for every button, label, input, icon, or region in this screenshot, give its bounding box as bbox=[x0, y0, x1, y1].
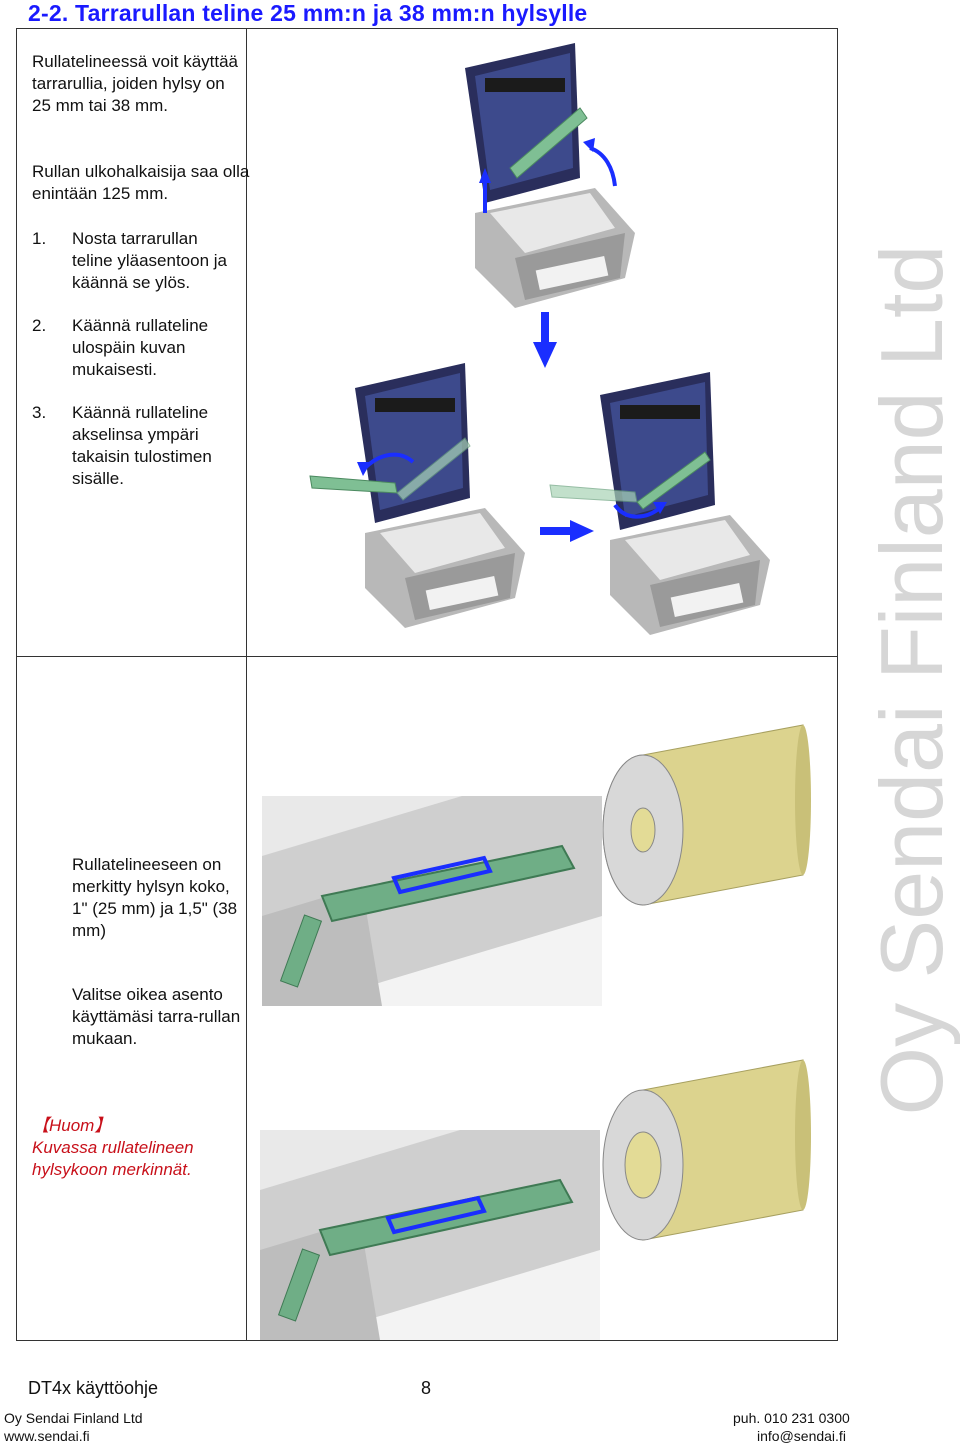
note-text: Kuvassa rullatelineen hylsykoon merkinnä… bbox=[32, 1138, 194, 1179]
step-item: 2. Käännä rullateline ulospäin kuvan muka… bbox=[32, 315, 242, 381]
label-roll-38mm-icon bbox=[602, 724, 811, 906]
step-number: 2. bbox=[32, 316, 47, 335]
step-item: 3. Käännä rullateline akselinsa ympäri ta… bbox=[32, 402, 242, 490]
diameter-text: Rullan ulkohalkaisija saa olla enintään … bbox=[32, 162, 250, 203]
step-text: Käännä rullateline akselinsa ympäri taka… bbox=[72, 403, 212, 488]
down-arrow-icon bbox=[533, 312, 557, 368]
step-number: 1. bbox=[32, 229, 47, 248]
steps-list: 1. Nosta tarrarullan teline yläasentoon j… bbox=[32, 228, 242, 511]
right-arrow-icon bbox=[540, 520, 594, 542]
content-frame bbox=[16, 28, 838, 1341]
frame-row-divider bbox=[16, 656, 838, 657]
note-title: 【Huom】 bbox=[32, 1116, 112, 1135]
choose-position-text: Valitse oikea asento käyttämäsi tarra-ru… bbox=[72, 985, 241, 1048]
footer-manual-title: DT4x käyttöohje bbox=[28, 1378, 159, 1398]
printer-step1-illustration bbox=[465, 43, 635, 308]
label-roll-25mm-icon bbox=[602, 1059, 811, 1241]
step-text: Käännä rullateline ulospäin kuvan mukais… bbox=[72, 316, 209, 379]
step-item: 1. Nosta tarrarullan teline yläasentoon j… bbox=[32, 228, 242, 294]
footer-page-number: 8 bbox=[421, 1378, 432, 1398]
printer-step3-illustration bbox=[549, 372, 770, 635]
frame-column-divider bbox=[246, 28, 247, 1341]
footer-website-link[interactable]: www.sendai.fi bbox=[4, 1428, 90, 1444]
footer-company: Oy Sendai Finland Ltd bbox=[4, 1410, 143, 1426]
size-marking-text: Rullatelineeseen on merkitty hylsyn koko… bbox=[72, 855, 238, 940]
holder-closeup-25mm bbox=[262, 796, 602, 1006]
step-number: 3. bbox=[32, 403, 47, 422]
holder-closeup-38mm bbox=[260, 1130, 600, 1340]
footer-phone: puh. 010 231 0300 bbox=[733, 1410, 850, 1426]
page-heading: 2-2. Tarrarullan teline 25 mm:n ja 38 mm… bbox=[28, 0, 588, 26]
note-block: 【Huom】 Kuvassa rullatelineen hylsykoon me… bbox=[32, 1115, 242, 1181]
step-text: Nosta tarrarullan teline yläasentoon ja … bbox=[72, 229, 228, 292]
printer-step2-illustration bbox=[309, 363, 525, 628]
footer-email-link[interactable]: info@sendai.fi bbox=[757, 1428, 846, 1444]
watermark-text: Oy Sendai Finland Ltd bbox=[862, 244, 960, 1116]
intro-text: Rullatelineessä voit käyttää tarrarullia… bbox=[32, 52, 239, 115]
